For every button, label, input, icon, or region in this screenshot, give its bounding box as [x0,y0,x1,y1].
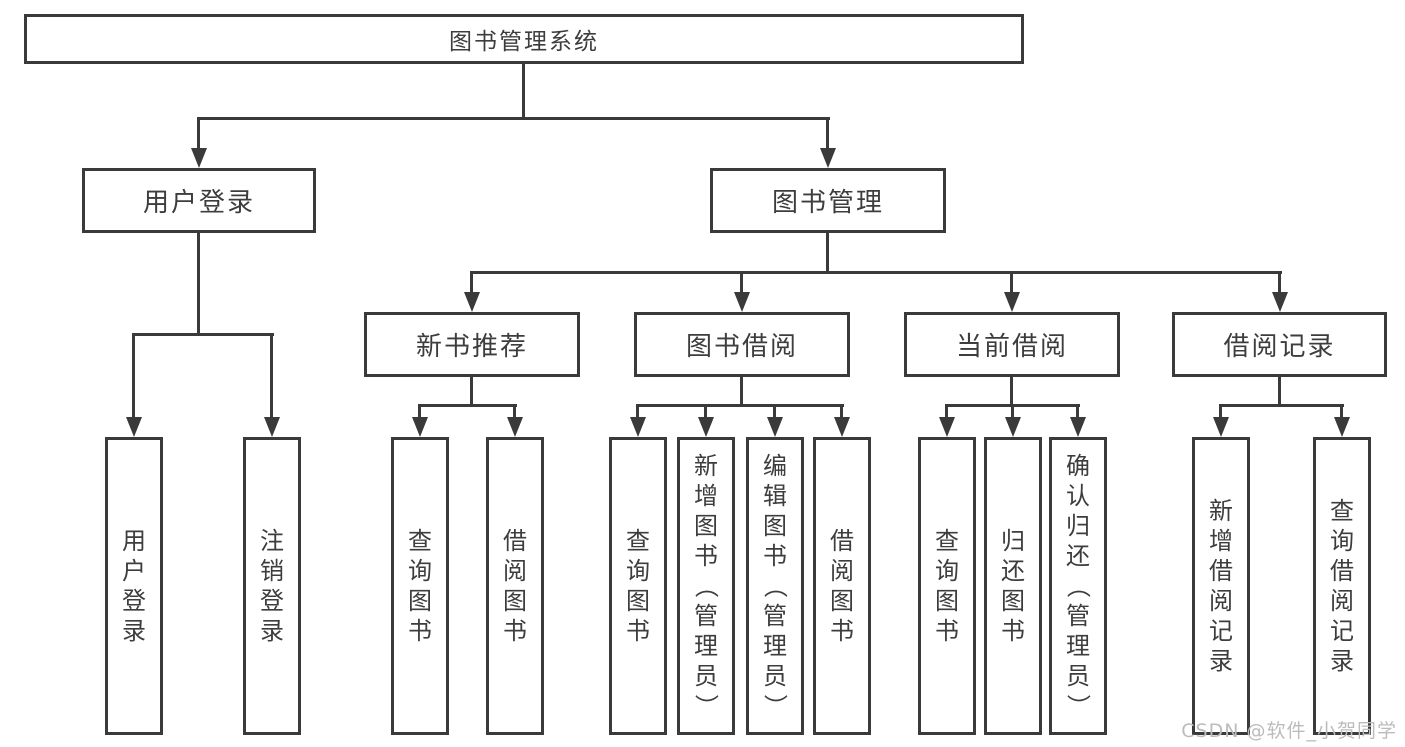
arrow-down-icon [767,417,783,437]
csdn-watermark: CSDN @软件_小贺同学 [1181,720,1397,742]
connector-line [197,117,830,120]
connector-line [132,333,135,417]
connector-line [1340,404,1343,418]
leaf-br-add-record: 新增借阅记录 [1192,437,1250,735]
leaf-nb-query-books: 查询图书 [391,437,449,735]
leaf-br-add-record-label: 新增借阅记录 [1209,497,1233,675]
leaf-cb-query-books: 查询图书 [918,437,976,735]
connector-line [773,404,776,418]
arrow-down-icon [191,148,207,168]
connector-line [470,377,473,406]
connector-line [945,404,948,418]
arrow-down-icon [412,417,428,437]
arrow-down-icon [264,417,280,437]
node-new-book-recommend-label: 新书推荐 [415,332,528,362]
leaf-bb-edit-books-admin-label: 编辑图书（管理员） [761,452,789,718]
leaf-cb-confirm-return-admin: 确认归还（管理员） [1049,437,1107,735]
leaf-user-login: 用户登录 [105,437,163,735]
node-borrowing-records-label: 借阅记录 [1223,332,1336,362]
connector-line [1076,404,1079,418]
leaf-bb-query-books: 查询图书 [609,437,667,735]
connector-line [1010,377,1013,406]
arrow-down-icon [1213,417,1229,437]
arrow-down-icon [1334,417,1350,437]
connector-line [704,404,707,418]
connector-line [826,117,829,149]
node-current-borrowing-label: 当前借阅 [955,332,1068,362]
node-book-management-label: 图书管理 [771,188,884,218]
node-library-system-label: 图书管理系统 [449,29,599,55]
leaf-nb-borrow-books: 借阅图书 [486,437,544,735]
connector-line [1010,271,1013,294]
connector-line [470,271,473,294]
connector-line [636,404,639,418]
connector-line [270,333,273,417]
leaf-bb-query-books-label: 查询图书 [626,527,650,645]
connector-line [522,64,525,118]
node-book-borrowing-label: 图书借阅 [685,332,798,362]
connector-line [1219,404,1344,407]
connector-line [1278,271,1281,294]
node-current-borrowing: 当前借阅 [904,312,1120,377]
connector-line [132,333,274,336]
connector-line [418,404,517,407]
arrow-down-icon [1070,417,1086,437]
connector-line [826,233,829,274]
connector-line [197,233,200,335]
connector-line [740,377,743,406]
node-user-login: 用户登录 [82,168,316,233]
leaf-bb-add-books-admin-label: 新增图书（管理员） [692,452,720,718]
leaf-cb-query-books-label: 查询图书 [935,527,959,645]
leaf-cb-return-books: 归还图书 [984,437,1042,735]
node-borrowing-records: 借阅记录 [1172,312,1387,377]
leaf-logout: 注销登录 [243,437,301,735]
leaf-logout-label: 注销登录 [260,527,284,645]
arrow-down-icon [820,148,836,168]
arrow-down-icon [698,417,714,437]
leaf-user-login-label: 用户登录 [122,527,146,645]
connector-line [470,271,1282,274]
connector-line [1278,377,1281,406]
connector-line [636,404,844,407]
node-book-borrowing: 图书借阅 [634,312,850,377]
node-user-login-label: 用户登录 [142,188,255,218]
arrow-down-icon [630,417,646,437]
node-library-system: 图书管理系统 [24,14,1024,64]
connector-line [513,404,516,418]
arrow-down-icon [1272,292,1288,312]
leaf-nb-borrow-books-label: 借阅图书 [503,527,527,645]
connector-line [1219,404,1222,418]
arrow-down-icon [834,417,850,437]
leaf-br-query-record: 查询借阅记录 [1313,437,1371,735]
connector-line [418,404,421,418]
arrow-down-icon [464,292,480,312]
leaf-bb-borrow-books-label: 借阅图书 [830,527,854,645]
arrow-down-icon [734,292,750,312]
connector-line [1011,404,1014,418]
connector-line [197,117,200,149]
leaf-nb-query-books-label: 查询图书 [408,527,432,645]
arrow-down-icon [1005,417,1021,437]
arrow-down-icon [507,417,523,437]
arrow-down-icon [1004,292,1020,312]
leaf-bb-edit-books-admin: 编辑图书（管理员） [746,437,804,735]
connector-line [840,404,843,418]
leaf-cb-confirm-return-admin-label: 确认归还（管理员） [1064,452,1092,718]
arrow-down-icon [126,417,142,437]
leaf-br-query-record-label: 查询借阅记录 [1330,497,1354,675]
connector-line [740,271,743,294]
arrow-down-icon [939,417,955,437]
leaf-cb-return-books-label: 归还图书 [1001,527,1025,645]
node-book-management: 图书管理 [710,168,946,233]
node-new-book-recommend: 新书推荐 [364,312,580,377]
leaf-bb-add-books-admin: 新增图书（管理员） [677,437,735,735]
leaf-bb-borrow-books: 借阅图书 [813,437,871,735]
